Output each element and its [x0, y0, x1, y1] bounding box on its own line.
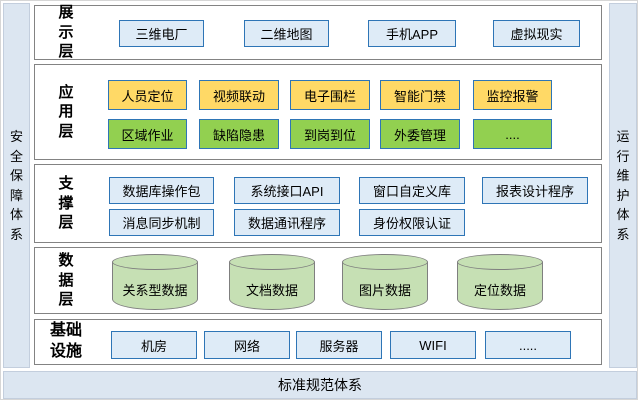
item-monitoring-alarm: 监控报警 — [473, 80, 552, 110]
cylinder-top — [229, 254, 315, 270]
cylinder-label: 关系型数据 — [122, 282, 188, 298]
cylinder-relational-data: 关系型数据 — [112, 254, 198, 310]
item-personnel-positioning: 人员定位 — [108, 80, 187, 110]
item-data-communication-program: 数据通讯程序 — [234, 209, 340, 236]
item-defect-hazard: 缺陷隐患 — [199, 119, 279, 149]
item-3d-plant: 三维电厂 — [119, 20, 204, 47]
item-database-operation-package: 数据库操作包 — [109, 177, 214, 204]
item-report-design-program: 报表设计程序 — [482, 177, 588, 204]
layer-label-data: 数 据 层 — [58, 252, 74, 309]
item-more-ellipsis-infra: ..... — [485, 331, 571, 359]
layer-data: 数 据 层 关系型数据 文档数据 图片数据 定位数据 — [34, 247, 602, 314]
item-server-room: 机房 — [111, 331, 197, 359]
cylinder-body — [112, 262, 198, 310]
cylinder-label: 定位数据 — [473, 282, 526, 298]
item-2d-map: 二维地图 — [244, 20, 329, 47]
cylinder-top — [112, 254, 198, 270]
item-window-custom-library: 窗口自定义库 — [359, 177, 465, 204]
item-system-api: 系统接口API — [234, 177, 340, 204]
cylinder-body — [342, 262, 428, 310]
item-outsourcing-management: 外委管理 — [380, 119, 460, 149]
layer-display: 展 示 层 三维电厂 二维地图 手机APP 虚拟现实 — [34, 4, 602, 61]
cylinder-body — [229, 262, 315, 310]
cylinder-top — [342, 254, 428, 270]
cylinder-location-data: 定位数据 — [457, 254, 543, 310]
cylinder-body — [457, 262, 543, 310]
layer-application: 应 用 层 人员定位 视频联动 电子围栏 智能门禁 监控报警 区域作业 缺陷隐患… — [34, 64, 602, 160]
item-mobile-app: 手机APP — [368, 20, 456, 47]
cylinder-label: 文档数据 — [245, 282, 298, 298]
right-pillar-operation-maintenance: 运 行 维 护 体 系 — [609, 3, 637, 368]
item-network: 网络 — [204, 331, 290, 359]
item-smart-access-control: 智能门禁 — [380, 80, 460, 110]
layer-label-application: 应 用 层 — [58, 83, 74, 140]
layer-label-display: 展 示 层 — [58, 4, 74, 61]
cylinder-image-data: 图片数据 — [342, 254, 428, 310]
item-video-linkage: 视频联动 — [199, 80, 279, 110]
left-pillar-security-assurance: 安 全 保 障 体 系 — [3, 3, 30, 368]
layer-infrastructure: 基础 设施 机房 网络 服务器 WIFI ..... — [34, 319, 602, 365]
item-on-duty-in-place: 到岗到位 — [290, 119, 370, 149]
layer-label-infrastructure: 基础 设施 — [49, 322, 82, 360]
layer-label-support: 支 撑 层 — [58, 175, 74, 232]
item-more-ellipsis: .... — [473, 119, 552, 149]
item-virtual-reality: 虚拟现实 — [493, 20, 580, 47]
cylinder-top — [457, 254, 543, 270]
item-server: 服务器 — [296, 331, 382, 359]
item-electronic-fence: 电子围栏 — [290, 80, 370, 110]
item-wifi: WIFI — [390, 331, 476, 359]
item-message-sync-mechanism: 消息同步机制 — [109, 209, 214, 236]
cylinder-label: 图片数据 — [358, 282, 411, 298]
cylinder-document-data: 文档数据 — [229, 254, 315, 310]
bottom-pillar-standards: 标准规范体系 — [3, 371, 637, 399]
item-area-work: 区域作业 — [108, 119, 187, 149]
item-identity-authentication: 身份权限认证 — [359, 209, 465, 236]
layer-support: 支 撑 层 数据库操作包 系统接口API 窗口自定义库 报表设计程序 消息同步机… — [34, 164, 602, 243]
